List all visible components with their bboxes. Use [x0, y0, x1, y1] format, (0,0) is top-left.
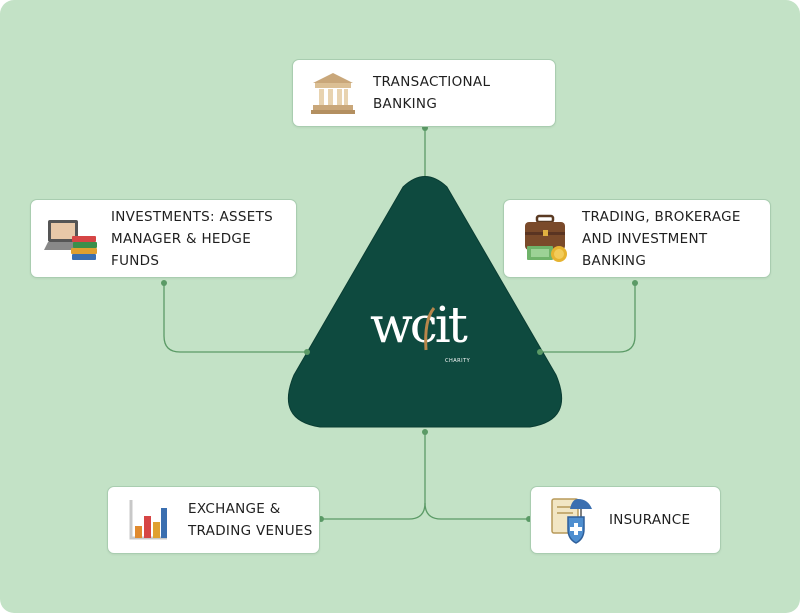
connector-exchange: [321, 432, 426, 520]
connector-trading: [540, 283, 636, 353]
laptop-books-icon: [41, 216, 101, 262]
connector-dot: [422, 429, 428, 435]
node-label: TRANSACTIONAL BANKING: [373, 74, 491, 112]
connector-dot: [304, 349, 310, 355]
insurance-shield-icon: [547, 495, 595, 545]
node-transactional-banking: TRANSACTIONAL BANKING: [292, 59, 556, 127]
connector-dot: [537, 349, 543, 355]
node-insurance: INSURANCE: [530, 486, 721, 554]
briefcase-money-icon: [522, 214, 570, 264]
node-label: INVESTMENTS: ASSETS MANAGER & HEDGE FUND…: [111, 208, 274, 269]
connector-investments: [163, 283, 307, 353]
node-label: TRADING, BROKERAGE AND INVESTMENT BANKIN…: [582, 208, 741, 269]
node-investments: INVESTMENTS: ASSETS MANAGER & HEDGE FUND…: [30, 199, 297, 278]
central-triangle: [287, 176, 563, 428]
connector-dot: [632, 280, 638, 286]
wcit-logo: wcit CHARITY: [362, 296, 492, 370]
node-trading-brokerage: TRADING, BROKERAGE AND INVESTMENT BANKIN…: [503, 199, 771, 278]
logo-subtext: CHARITY: [445, 358, 471, 364]
node-label: EXCHANGE & TRADING VENUES: [188, 501, 313, 539]
bank-building-icon: [307, 71, 359, 115]
logo-text: wcit: [370, 296, 468, 354]
bar-chart-icon: [126, 496, 170, 544]
connector-insurance: [424, 502, 529, 520]
logo-accent-mark: [424, 307, 436, 351]
node-label: INSURANCE: [609, 512, 691, 528]
connector-dot: [161, 280, 167, 286]
node-exchange-trading-venues: EXCHANGE & TRADING VENUES: [107, 486, 320, 554]
